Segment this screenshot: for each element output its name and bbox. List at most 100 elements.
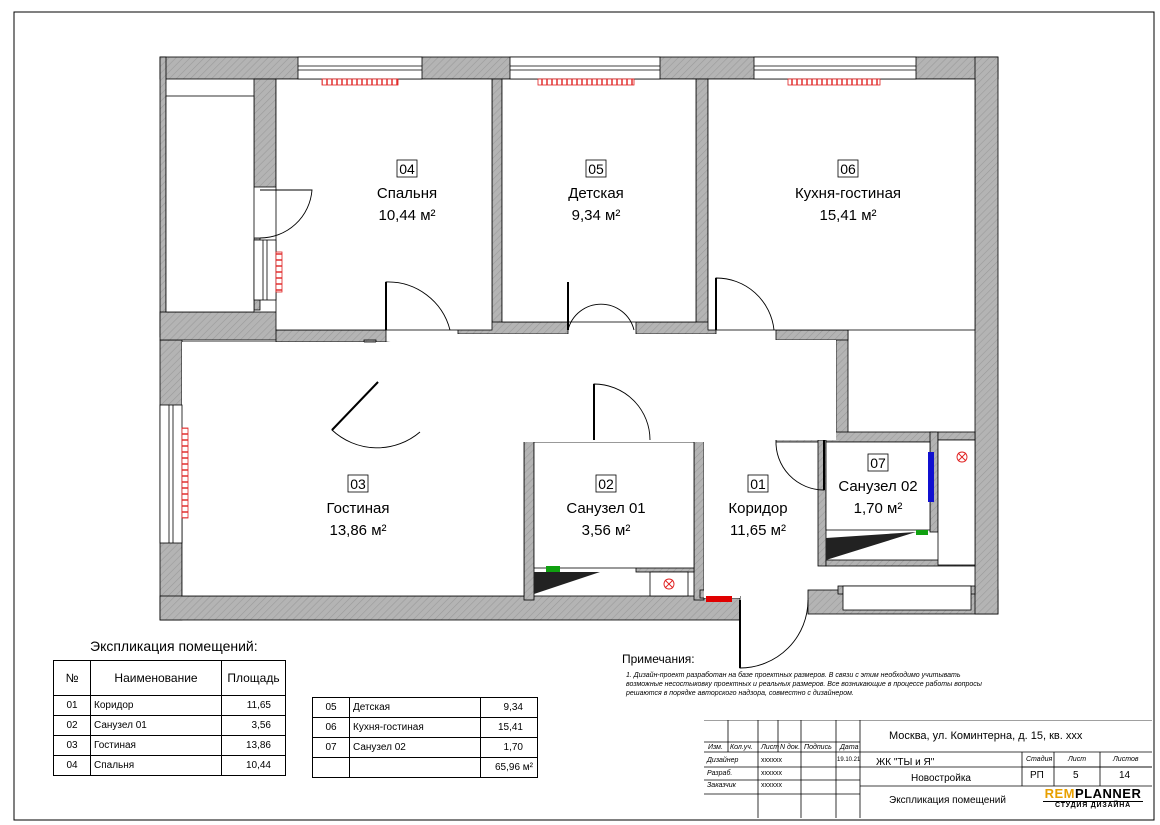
explication-table-right: 05 Детская 9,34 06 Кухня-гостиная 15,41 … [312,697,538,778]
room-area: 3,56 м² [582,522,631,539]
cell-num: 02 [53,715,91,736]
stage-value: РП [1030,770,1044,781]
cell-area: 1,70 [480,737,538,758]
radiators [181,78,881,519]
role-designer: Дизайнер [707,757,739,764]
cell-num: 07 [312,737,350,758]
logo-text-main: PLANNER [1075,786,1142,801]
room-label-04: 04 Спальня 10,44 м² [377,159,437,224]
riser-symbol [663,451,968,590]
room-name: Детская [568,185,624,202]
building-type: Новостройка [911,773,971,784]
green-panel [916,530,928,535]
notes-title: Примечания: [622,652,695,666]
room-label-06: 06 Кухня-гостиная 15,41 м² [795,159,901,224]
logo-subtitle: СТУДИЯ ДИЗАЙНА [1043,801,1143,809]
sheet-name: Экспликация помещений [889,795,1006,806]
room-area: 15,41 м² [819,207,876,224]
col-header-sign: Подпись [804,744,832,751]
room-name: Спальня [377,185,437,202]
cell-area: 9,34 [480,697,538,718]
room-number: 01 [750,476,766,492]
column-header: № [53,660,91,696]
title-block-text: Москва, ул. Коминтерна, д. 15, кв. ххх И… [704,720,1152,818]
blue-panel [928,452,934,502]
sheets-label: Листов [1113,756,1139,763]
radiator-balcony [275,251,283,293]
sheet-value: 5 [1073,770,1079,781]
room-area: 13,86 м² [329,522,386,539]
address: Москва, ул. Коминтерна, д. 15, кв. ххх [889,730,1083,742]
cell-name: Гостиная [90,735,222,756]
notes-text: 1. Дизайн-проект разработан на базе прое… [626,672,982,697]
room-name: Гостиная [327,500,390,517]
designer-date: 19.10.21 [837,757,861,763]
room-number: 06 [840,161,856,177]
stage-label: Стадия [1026,756,1053,763]
windows [159,56,917,544]
column-header: Наименование [90,660,222,696]
sheets-value: 14 [1119,770,1131,781]
table-row: 04 Спальня 10,44 [53,755,286,776]
cell-area: 13,86 [221,735,286,756]
col-header-date: Дата [840,744,859,751]
logo-text-accent: REM [1044,786,1076,801]
cell-name: Детская [349,697,481,718]
col-header-izm: Изм. [708,744,723,751]
cell-name: Санузел 01 [90,715,222,736]
sheet-label: Лист [1068,756,1087,763]
living-room-floor [182,342,364,432]
total-area: 65,96 м² [480,757,538,778]
room-number: 02 [598,476,614,492]
room-name: Санузел 01 [566,500,645,517]
col-header-doc: N док. [780,744,801,751]
room-number: 05 [588,161,604,177]
room-number: 04 [399,161,415,177]
sheet-frame [13,11,1155,821]
room-name: Санузел 02 [838,478,917,495]
cell-num: 04 [53,755,91,776]
doors [259,189,825,669]
table-row: 05 Детская 9,34 [312,697,538,718]
room-area: 11,65 м² [730,522,786,539]
developer-name: хххххх [761,770,782,777]
cell-num: 05 [312,697,350,718]
table-row: 06 Кухня-гостиная 15,41 [312,717,538,738]
cell-name: Кухня-гостиная [349,717,481,738]
cell-num: 06 [312,717,350,738]
room-label-05: 05 Детская 9,34 м² [568,159,624,224]
remplanner-logo: REMPLANNER СТУДИЯ ДИЗАЙНА [1043,786,1143,809]
radiator-kitchen [787,78,881,86]
col-header-kolvo: Кол.уч. [730,744,753,751]
room-name: Кухня-гостиная [795,185,901,202]
room-number: 03 [350,476,366,492]
room-label-07: 07 Санузел 02 1,70 м² [838,453,918,517]
cell-num: 01 [53,695,91,716]
total-row: 65,96 м² [312,757,538,778]
cell-area: 10,44 [221,755,286,776]
cell-area: 15,41 [480,717,538,738]
green-panel [546,566,560,572]
cell-name: Коридор [90,695,222,716]
role-customer: Заказчик [707,782,736,789]
table-row: 01 Коридор 11,65 [53,695,286,716]
table-row: 02 Санузел 01 3,56 [53,715,286,736]
room-name: Коридор [728,500,787,517]
shaft-wedge [534,572,600,594]
col-header-list: Лист [761,744,780,751]
customer-name: хххххх [761,782,782,789]
column-header: Площадь [221,660,286,696]
room-number: 07 [870,455,886,471]
cell-name: Санузел 02 [349,737,481,758]
radiator-living [181,427,189,519]
radiator-children [537,78,635,86]
room-label-03: 03 Гостиная 13,86 м² [327,474,390,539]
room-label-02: 02 Санузел 01 3,56 м² [566,474,646,539]
room-label-01: 01 Коридор 11,65 м² [728,474,788,539]
room-area: 1,70 м² [854,500,903,517]
designer-name: хххххх [761,757,782,764]
room-area: 9,34 м² [572,207,621,224]
cell-area: 3,56 [221,715,286,736]
corridor-floor [376,334,836,598]
